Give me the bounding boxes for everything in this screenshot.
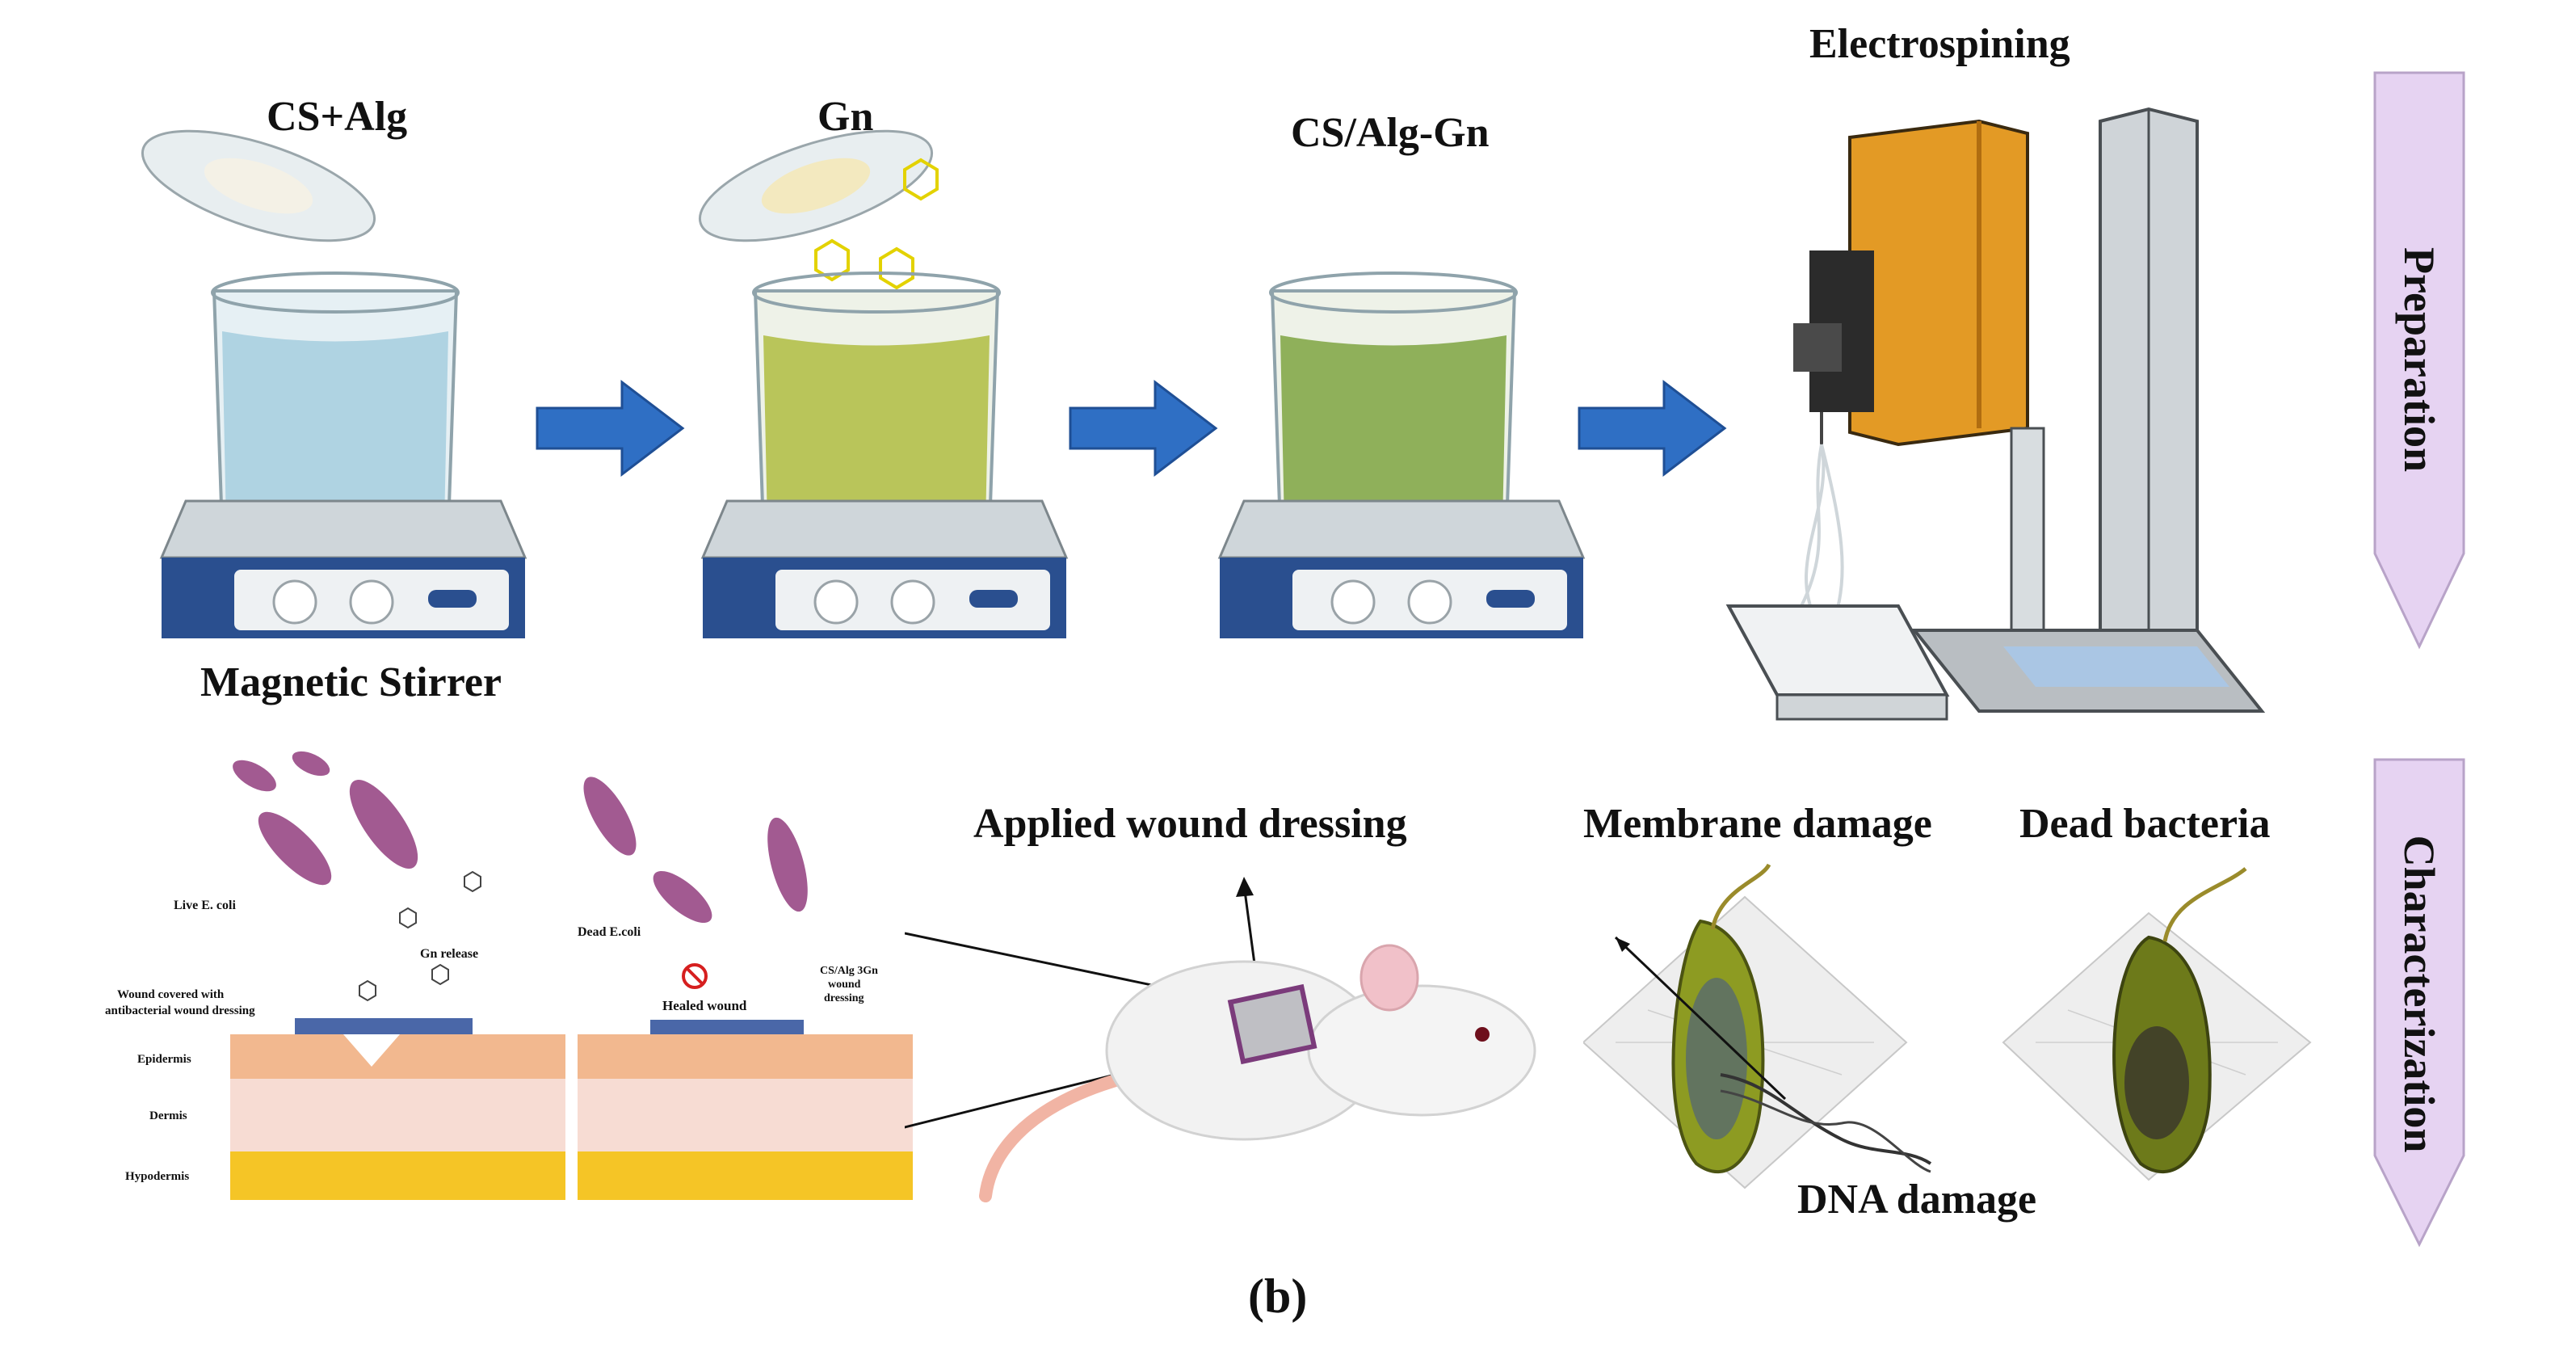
stirrer-cs-alg-gn bbox=[1217, 272, 1586, 638]
stirrer-cs-alg bbox=[141, 129, 527, 638]
dead-ecoli-label: Dead E.coli bbox=[578, 925, 641, 939]
preparation-side-label: Preparation bbox=[2395, 247, 2444, 472]
dressing-label-3: dressing bbox=[824, 992, 864, 1004]
electrospinning-machine bbox=[1725, 107, 2266, 721]
live-ecoli-label: Live E. coli bbox=[174, 899, 236, 912]
preparation-side-bar bbox=[2373, 71, 2465, 650]
mouse-illustration bbox=[905, 877, 1536, 1202]
healed-wound-label: Healed wound bbox=[662, 998, 747, 1013]
layer-dermis-label: Dermis bbox=[149, 1109, 187, 1122]
covered-label: Wound covered with bbox=[117, 988, 225, 1001]
arrow-right-icon bbox=[536, 379, 685, 478]
covered-label-2: antibacterial wound dressing bbox=[105, 1004, 255, 1017]
bacteria-damage-illustration bbox=[1583, 863, 2312, 1189]
beaker-liquid bbox=[763, 335, 990, 536]
prohibited-icon bbox=[682, 963, 708, 989]
dna-damage-label: DNA damage bbox=[1797, 1177, 2037, 1223]
dead-bacteria-label: Dead bacteria bbox=[2019, 801, 2271, 847]
arrow-right-icon bbox=[1069, 379, 1218, 478]
beaker-liquid bbox=[1280, 335, 1507, 536]
dressing-label: CS/Alg 3Gn bbox=[820, 965, 878, 977]
beaker-liquid bbox=[222, 331, 448, 536]
ecoli-icon bbox=[583, 777, 808, 924]
step-label-cs-alg-gn: CS/Alg-Gn bbox=[1291, 110, 1490, 156]
membrane-damage-label: Membrane damage bbox=[1583, 801, 1932, 847]
magnetic-stirrer-label: Magnetic Stirrer bbox=[200, 659, 502, 705]
applied-wound-dressing-label: Applied wound dressing bbox=[973, 801, 1407, 847]
characterization-side-bar bbox=[2373, 758, 2465, 1248]
figure-caption: (b) bbox=[1248, 1269, 1308, 1323]
characterization-side-label: Characterization bbox=[2395, 835, 2444, 1153]
layer-hypodermis-label: Hypodermis bbox=[125, 1170, 189, 1183]
molecule-icon bbox=[359, 870, 481, 1002]
gn-release-label: Gn release bbox=[420, 947, 478, 961]
layer-epidermis-label: Epidermis bbox=[137, 1053, 191, 1066]
step-label-cs-alg: CS+Alg bbox=[267, 94, 408, 140]
step-label-electrospinning: Electrospining bbox=[1809, 21, 2070, 67]
dressing-label-2: wound bbox=[828, 979, 861, 991]
arrow-right-icon bbox=[1578, 379, 1727, 478]
ecoli-icon bbox=[233, 751, 418, 886]
stirrer-gn bbox=[698, 129, 1069, 638]
wound-skin-panel: Live E. coli Gn release Wound covered wi… bbox=[105, 751, 913, 1200]
